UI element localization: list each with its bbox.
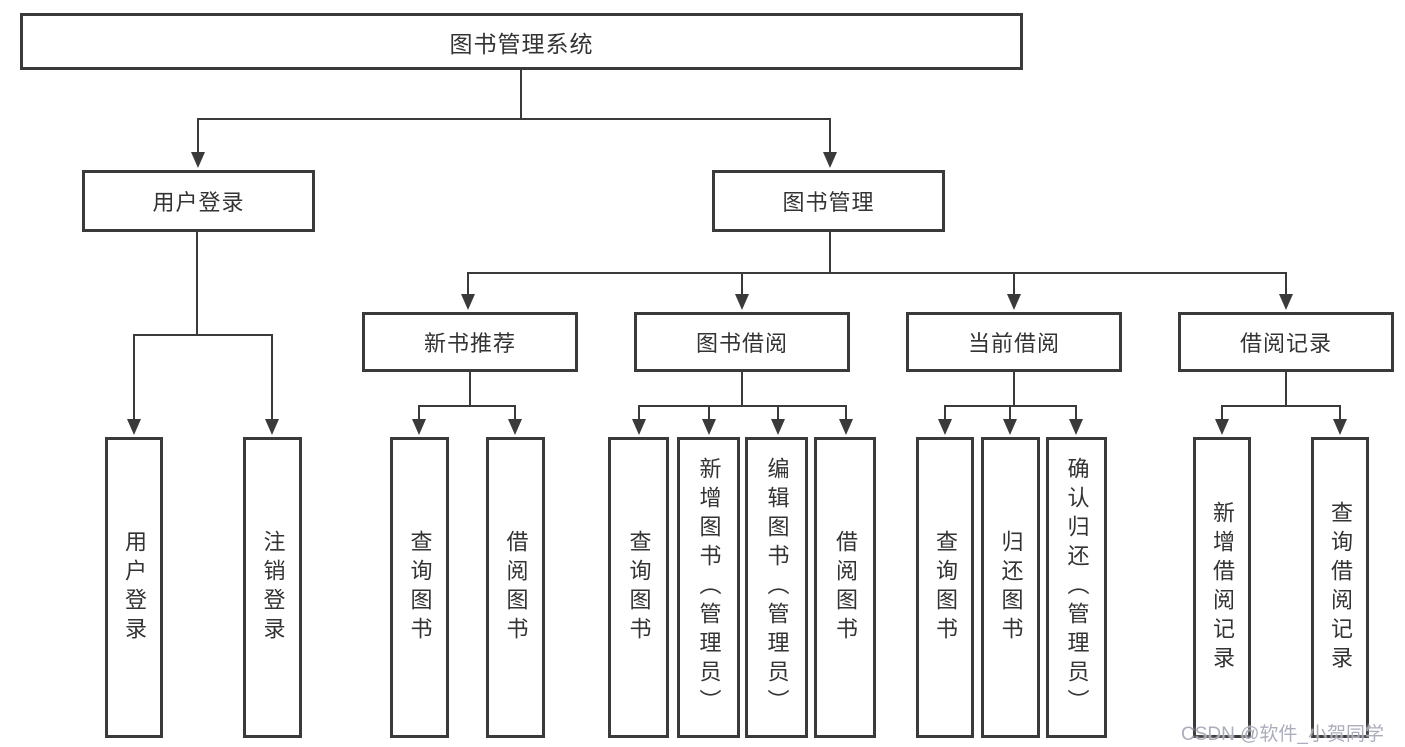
arrowhead-down-icon [823,152,837,168]
connector-line [197,118,199,154]
leaf-user-login: 用户登录 [105,437,163,738]
connector-line [418,405,420,419]
connector-line [1075,405,1077,419]
leaf-label: 注销登录 [260,529,286,646]
connector-line [708,405,710,419]
node-borrowing-records: 借阅记录 [1178,312,1394,372]
connector-line [196,232,198,334]
leaf-label: 借阅图书 [833,529,858,646]
connector-line [1221,405,1341,407]
connector-line [741,272,743,296]
leaf-borrow-books: 借阅图书 [814,437,876,738]
connector-line [741,372,743,405]
leaf-label: 归还图书 [998,529,1024,646]
watermark: CSDN @软件_小贺同学 [1181,724,1384,745]
arrowhead-down-icon [1215,419,1229,435]
connector-line [845,405,847,419]
connector-line [271,334,273,420]
connector-line [468,272,1287,274]
connector-line [1285,272,1287,296]
arrowhead-down-icon [1069,419,1083,435]
connector-line [467,272,469,296]
node-current-borrowing: 当前借阅 [906,312,1122,372]
connector-line [469,372,471,405]
arrowhead-down-icon [702,419,716,435]
arrowhead-down-icon [412,419,426,435]
leaf-query-books-borrowing: 查询图书 [608,437,669,738]
connector-line [1339,405,1341,419]
leaf-borrow-books-recommend: 借阅图书 [486,437,545,738]
node-library-system: 图书管理系统 [20,13,1023,70]
node-new-book-recommend: 新书推荐 [362,312,578,372]
connector-line [514,405,516,419]
leaf-query-books-recommend: 查询图书 [390,437,449,738]
leaf-label: 用户登录 [122,529,147,646]
leaf-label: 查询图书 [626,529,652,646]
arrowhead-down-icon [265,419,279,435]
connector-line [829,232,831,272]
leaf-query-books-current: 查询图书 [916,437,974,738]
leaf-label: 确认归还（管理员） [1064,457,1090,718]
leaf-return-book: 归还图书 [981,437,1040,738]
arrowhead-down-icon [771,419,785,435]
connector-line [944,405,946,419]
leaf-label: 新增图书（管理员） [696,457,722,718]
connector-line [520,69,522,118]
leaf-logout: 注销登录 [243,437,302,738]
arrowhead-down-icon [839,419,853,435]
leaf-query-borrow-record: 查询借阅记录 [1311,437,1369,738]
leaf-label: 查询图书 [407,529,433,646]
leaf-label: 查询借阅记录 [1328,500,1353,675]
arrowhead-down-icon [127,419,141,435]
arrowhead-down-icon [461,294,475,310]
connector-line [1221,405,1223,419]
connector-line [777,405,779,419]
connector-line [638,405,640,419]
connector-line [133,334,273,336]
connector-line [1013,372,1015,405]
arrowhead-down-icon [191,152,205,168]
arrowhead-down-icon [508,419,522,435]
arrowhead-down-icon [632,419,646,435]
connector-line [1009,405,1011,419]
node-book-borrowing: 图书借阅 [634,312,850,372]
connector-line [829,118,831,154]
arrowhead-down-icon [1007,294,1021,310]
leaf-label: 编辑图书（管理员） [764,457,790,718]
connector-line [1013,272,1015,296]
leaf-label: 借阅图书 [503,529,529,646]
leaf-label: 查询图书 [933,529,958,646]
leaf-confirm-return-admin: 确认归还（管理员） [1046,437,1107,738]
arrowhead-down-icon [735,294,749,310]
node-user-login: 用户登录 [82,170,315,232]
leaf-label: 新增借阅记录 [1210,500,1235,675]
arrowhead-down-icon [1003,419,1017,435]
arrowhead-down-icon [938,419,952,435]
connector-line [418,405,516,407]
node-book-management: 图书管理 [712,170,945,232]
connector-line [197,118,831,120]
connector-line [1285,372,1287,405]
arrowhead-down-icon [1333,419,1347,435]
leaf-add-book-admin: 新增图书（管理员） [677,437,740,738]
arrowhead-down-icon [1279,294,1293,310]
leaf-add-borrow-record: 新增借阅记录 [1193,437,1251,738]
connector-line [133,334,135,420]
leaf-edit-book-admin: 编辑图书（管理员） [745,437,808,738]
connector-line [638,405,847,407]
